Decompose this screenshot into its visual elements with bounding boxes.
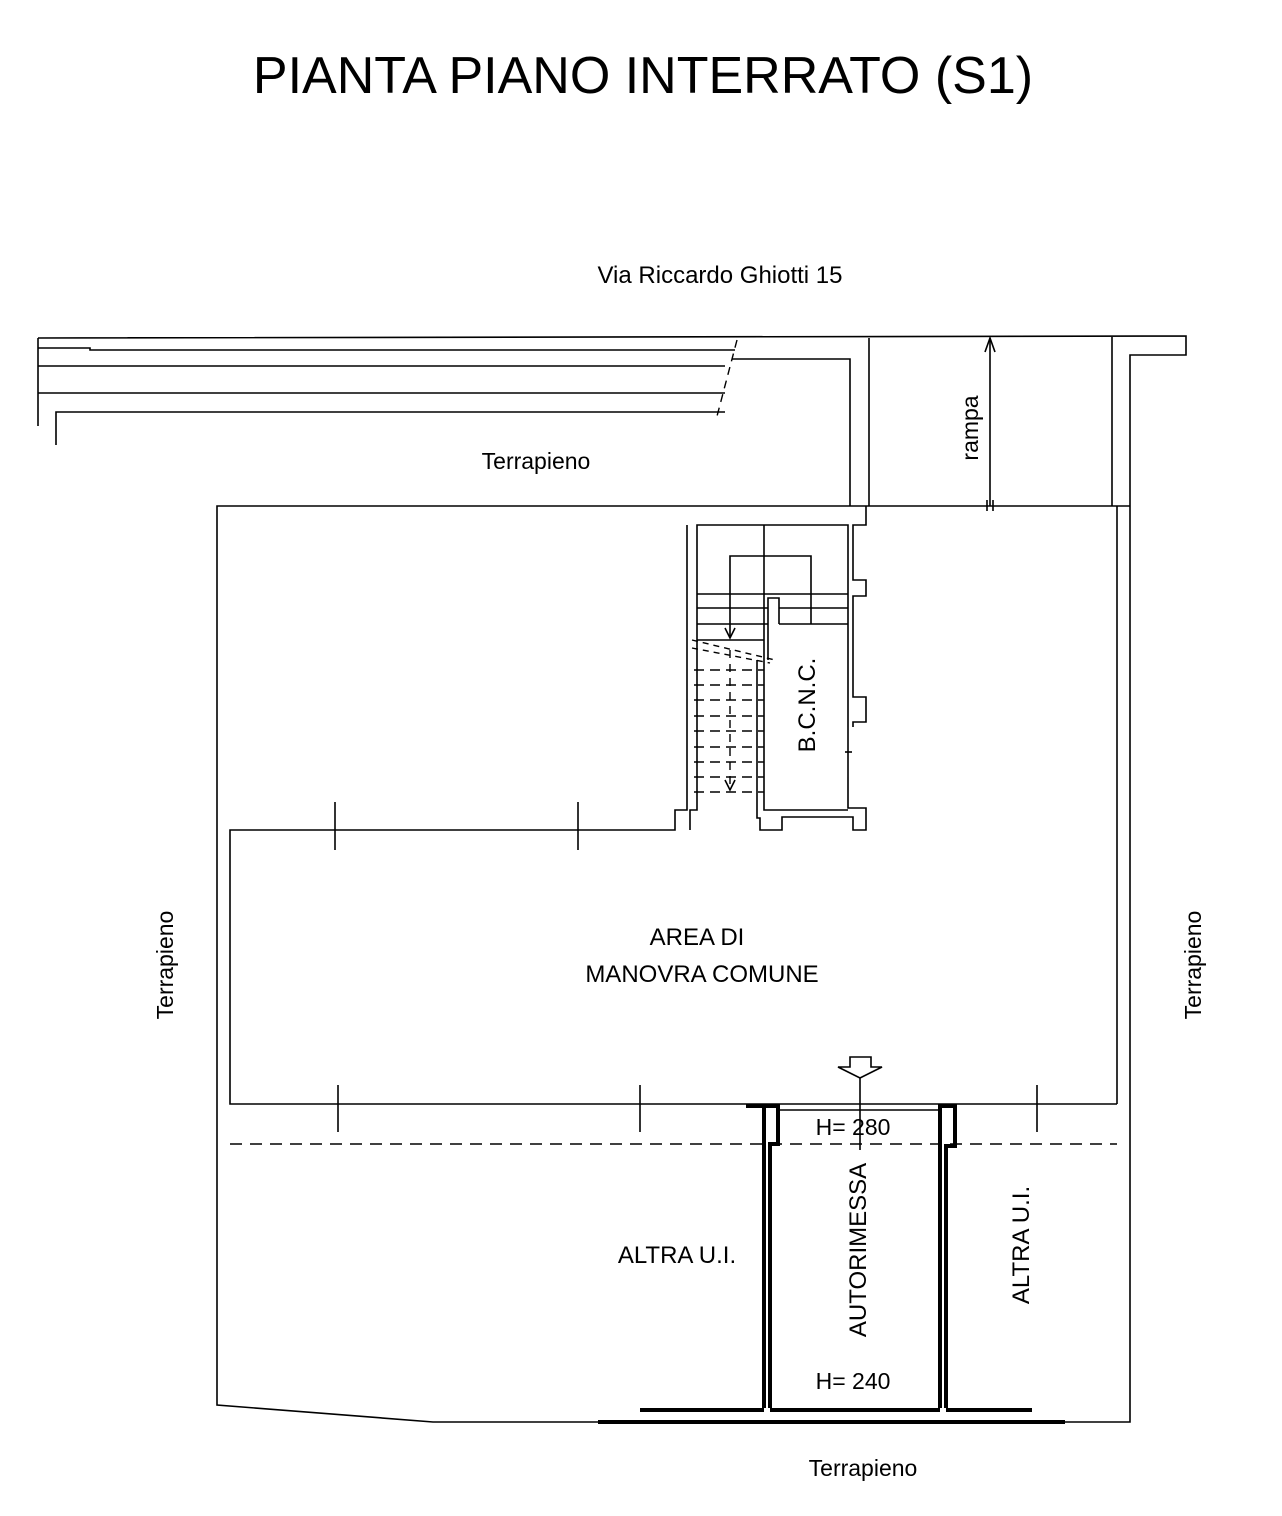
terrapieno-top-label: Terrapieno — [482, 448, 591, 474]
autorimessa-label: AUTORIMESSA — [845, 1163, 872, 1337]
terrapieno-left-label: Terrapieno — [152, 911, 178, 1020]
entrance-height-label: H= 280 — [816, 1114, 891, 1140]
terrapieno-right-label: Terrapieno — [1180, 911, 1206, 1020]
altra-ui-right-label: ALTRA U.I. — [1008, 1186, 1035, 1304]
area-label-line1: AREA DI — [650, 924, 745, 951]
rampa-label: rampa — [957, 395, 983, 460]
altra-ui-left-label: ALTRA U.I. — [618, 1242, 736, 1269]
bcnc-label: B.C.N.C. — [794, 658, 821, 753]
area-label-line2: MANOVRA COMUNE — [585, 961, 818, 988]
terrapieno-bottom-label: Terrapieno — [809, 1455, 918, 1481]
street-label: Via Riccardo Ghiotti 15 — [597, 262, 842, 289]
garage-height-label: H= 240 — [816, 1368, 891, 1394]
walls — [37, 335, 1187, 1424]
plan-title: PIANTA PIANO INTERRATO (S1) — [253, 47, 1033, 105]
entrance-arrow-icon — [837, 1056, 883, 1079]
